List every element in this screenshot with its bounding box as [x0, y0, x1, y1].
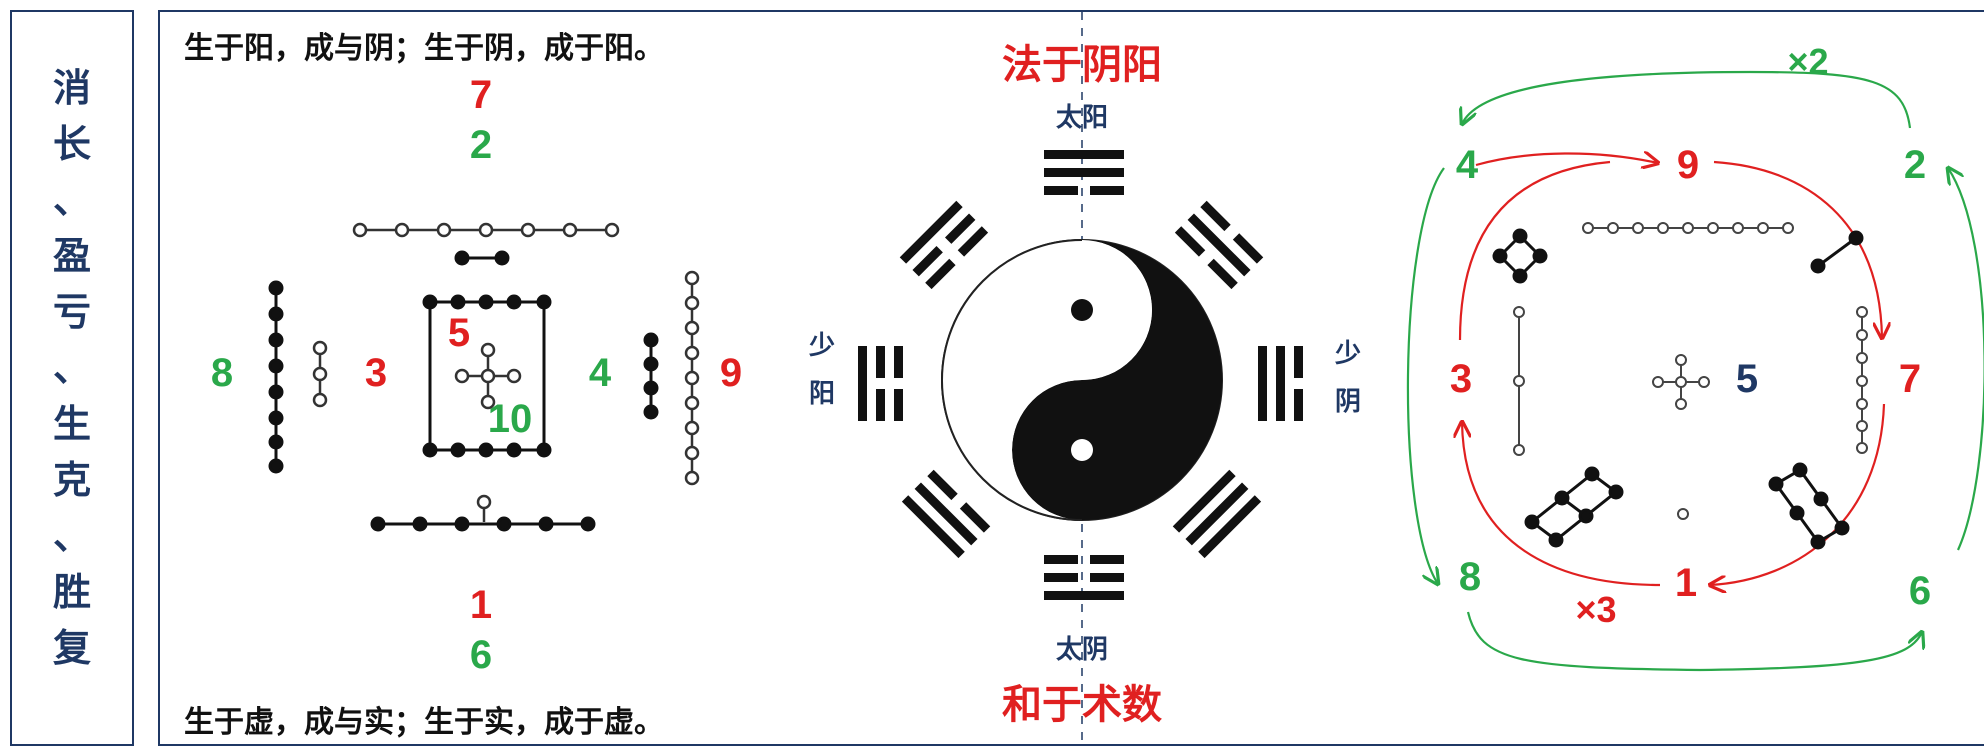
hetu-left-solid-dots: [268, 280, 284, 474]
hetu-number-left-green: 8: [211, 351, 233, 395]
hetu-top-caption: 生于阳，成与阴；生于阴，成于阳。: [184, 31, 664, 66]
arrow-8-to-6: [1466, 611, 1922, 672]
luoshu-number-3: 3: [1450, 357, 1472, 401]
arrow-4-to-9: [1475, 153, 1658, 165]
hetu-number-left-red: 3: [365, 351, 387, 395]
luoshu-tl-solid-dots: [1492, 228, 1548, 284]
hetu-number-right-red: 9: [720, 351, 742, 395]
side-title-char: 胜: [52, 569, 91, 614]
side-title-char: 、: [52, 345, 91, 390]
luoshu-number-7: 7: [1899, 357, 1921, 401]
luoshu-bottom-hollow-dot: [1677, 508, 1689, 520]
luoshu-tr-solid-dots: [1810, 230, 1864, 274]
hetu-bottom-solid-dots: [370, 516, 596, 532]
bagua-title-top: 法于阴阳: [1002, 41, 1162, 88]
hetu-number-top-red: 7: [470, 73, 492, 117]
arrow-2-to-4: [1462, 70, 1912, 128]
side-title-char: 、: [52, 513, 91, 558]
trigram-right: [1258, 346, 1303, 421]
bagua-title-bottom: 和于术数: [1002, 681, 1162, 728]
trigram-left: [858, 346, 903, 421]
luoshu-center-hollow-dots: [1652, 354, 1710, 410]
hetu-top-solid-dots: [454, 250, 510, 266]
trigram-top: [1044, 150, 1124, 195]
trigram-bottom-right: [1172, 469, 1262, 559]
bagua-label-shaoyang-2: 阳: [809, 379, 835, 409]
taiji-symbol: [941, 239, 1223, 521]
arrow-6-to-2: [1948, 168, 1984, 551]
hetu-right-hollow-dots: [684, 270, 700, 486]
side-title-char: 盈: [52, 233, 91, 278]
hetu-bottom-caption: 生于虚，成与实；生于实，成于虚。: [184, 705, 664, 740]
luoshu-multiplier-bottom: ×3: [1575, 589, 1616, 630]
hetu-number-center-red: 5: [448, 311, 470, 355]
luoshu-top-hollow-dots: [1582, 222, 1794, 234]
bagua-label-shaoyang-1: 少: [808, 331, 835, 361]
bagua-label-taiyin: 太阴: [1056, 635, 1108, 665]
luoshu-green-cycle: [1406, 70, 1984, 672]
luoshu-number-9: 9: [1677, 143, 1699, 187]
luoshu-number-1: 1: [1675, 561, 1697, 605]
side-title: 消 长 、 盈 亏 、 生 克 、 胜 复: [10, 60, 134, 676]
side-title-char: 亏: [52, 289, 91, 334]
side-title-char: 克: [52, 457, 91, 502]
side-title-char: 、: [52, 177, 91, 222]
trigram-bottom-left: [901, 469, 991, 559]
hetu-center-cross-dots: [454, 342, 522, 410]
side-title-char: 复: [52, 625, 91, 670]
luoshu-number-2: 2: [1904, 143, 1926, 187]
hetu-center-box-dots: [422, 294, 552, 458]
hetu-top-hollow-dots: [352, 222, 620, 238]
trigram-bottom: [1044, 555, 1124, 600]
luoshu-number-8: 8: [1459, 555, 1481, 599]
bagua-diagram: 法于阴阳 和于术数 太阳 太阴 少 阳 少 阴: [808, 41, 1361, 728]
side-title-char: 生: [52, 401, 91, 446]
arrow-9-to-7: [1713, 160, 1882, 338]
luoshu-bl-solid-dots: [1524, 466, 1624, 548]
luoshu-red-cycle: [1460, 153, 1884, 585]
hetu-number-right-green: 4: [589, 351, 612, 395]
arrow-4-to-8: [1406, 167, 1445, 584]
trigram-top-right: [1174, 200, 1264, 290]
luoshu-number-4: 4: [1456, 143, 1479, 187]
luoshu-number-5: 5: [1736, 357, 1758, 401]
hetu-number-bottom-green: 6: [470, 633, 492, 677]
hetu-number-top-green: 2: [470, 123, 492, 167]
hetu-left-hollow-dots: [312, 340, 328, 408]
hetu-number-center-green: 10: [488, 397, 533, 441]
trigram-top-left: [899, 200, 989, 290]
luoshu-number-6: 6: [1909, 569, 1931, 613]
luoshu-right-hollow-dots: [1856, 306, 1868, 454]
side-title-frame: [10, 10, 134, 746]
hetu-bottom-hollow-dot: [476, 494, 492, 522]
bagua-label-taiyang: 太阳: [1056, 103, 1108, 133]
hetu-diagram: 生于阳，成与阴；生于阴，成于阳。 生于虚，成与实；生于实，成于虚。 7 2 8 …: [184, 31, 742, 740]
side-title-char: 长: [52, 121, 91, 166]
main-diagram-frame: [158, 10, 1984, 746]
luoshu-br-solid-dots: [1768, 462, 1850, 550]
bagua-label-shaoyin-1: 少: [1334, 339, 1361, 369]
luoshu-left-hollow-dots: [1513, 306, 1525, 456]
luoshu-diagram: 4 9 2 3 5 7 8 1 6 ×2 ×3: [1406, 41, 1984, 672]
hetu-right-solid-dots: [643, 332, 659, 420]
luoshu-multiplier-top: ×2: [1787, 41, 1828, 82]
hetu-number-bottom-red: 1: [470, 583, 492, 627]
bagua-label-shaoyin-2: 阴: [1335, 387, 1361, 417]
arrow-3-to-9: [1458, 160, 1611, 341]
arrow-1-to-3: [1462, 422, 1661, 587]
side-title-char: 消: [52, 65, 91, 110]
arrow-7-to-1: [1710, 403, 1886, 585]
